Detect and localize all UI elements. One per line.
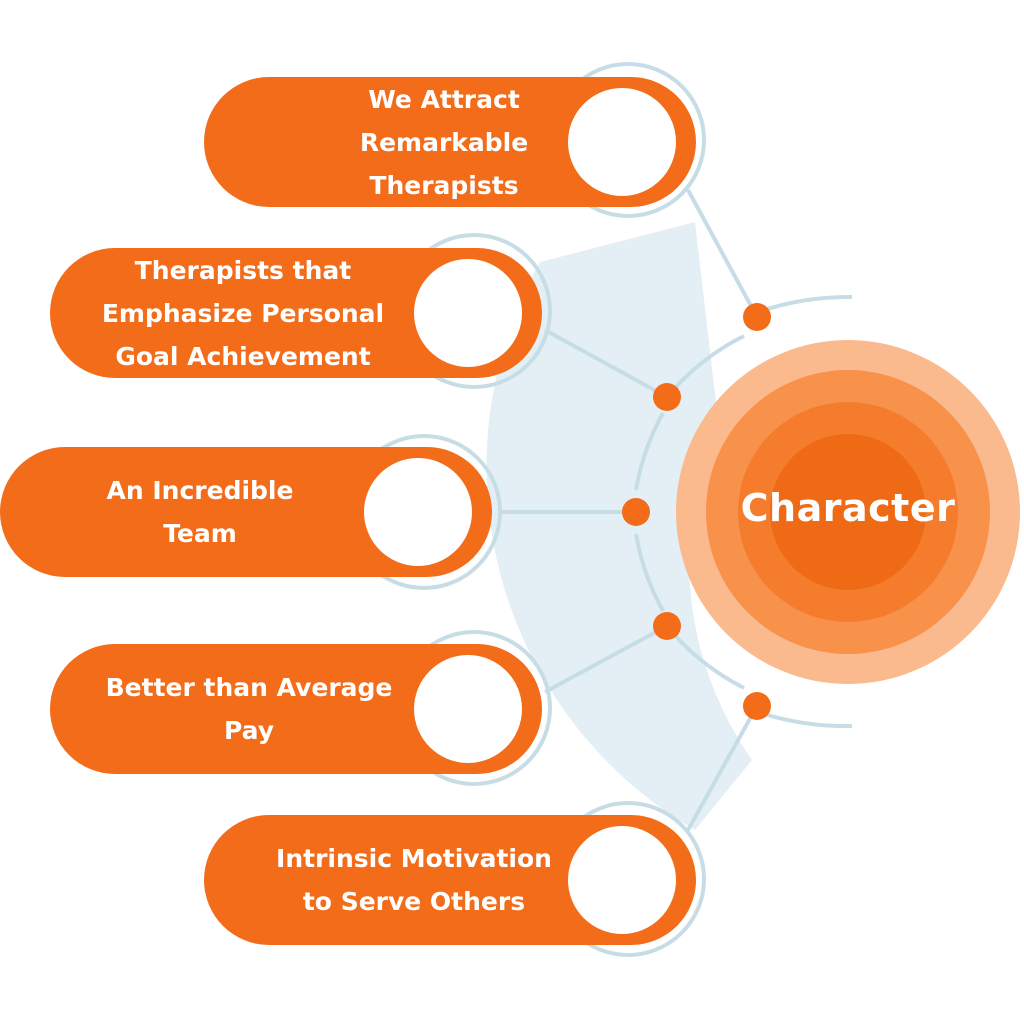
arc-segment xyxy=(634,412,665,491)
item-circle xyxy=(568,88,676,196)
item-pill-5: Intrinsic Motivation to Serve Others xyxy=(204,815,696,945)
item-label: Intrinsic Motivation to Serve Others xyxy=(276,844,552,916)
connector-line xyxy=(544,624,668,694)
item-circle xyxy=(414,655,522,763)
connector-line xyxy=(544,328,668,399)
connector-line xyxy=(686,189,759,318)
background-band xyxy=(486,222,752,830)
item-pill-4: Better than Average Pay xyxy=(50,644,542,774)
arc-dot xyxy=(653,383,681,411)
item-label: We Attract Remarkable Therapists xyxy=(359,84,529,200)
item-circle xyxy=(568,826,676,934)
arc-dot xyxy=(743,692,771,720)
item-label: Therapists that Emphasize Personal Goal … xyxy=(101,255,385,371)
arc-dot xyxy=(653,612,681,640)
arc-dot xyxy=(743,303,771,331)
item-label: Better than Average Pay xyxy=(105,673,393,745)
arc-segment xyxy=(757,294,853,314)
item-circle xyxy=(414,259,522,367)
item-label: An Incredible Team xyxy=(106,476,294,548)
center-label: Character xyxy=(740,486,956,530)
center-core xyxy=(770,434,926,590)
arc-segment xyxy=(757,710,853,729)
item-pill-2: Therapists that Emphasize Personal Goal … xyxy=(50,248,542,378)
arc-segment xyxy=(634,533,665,612)
item-circle xyxy=(364,458,472,566)
item-pill-3: An Incredible Team xyxy=(0,447,492,577)
item-pill-1: We Attract Remarkable Therapists xyxy=(204,77,696,207)
connector-line xyxy=(686,705,759,831)
arc-dot xyxy=(622,498,650,526)
